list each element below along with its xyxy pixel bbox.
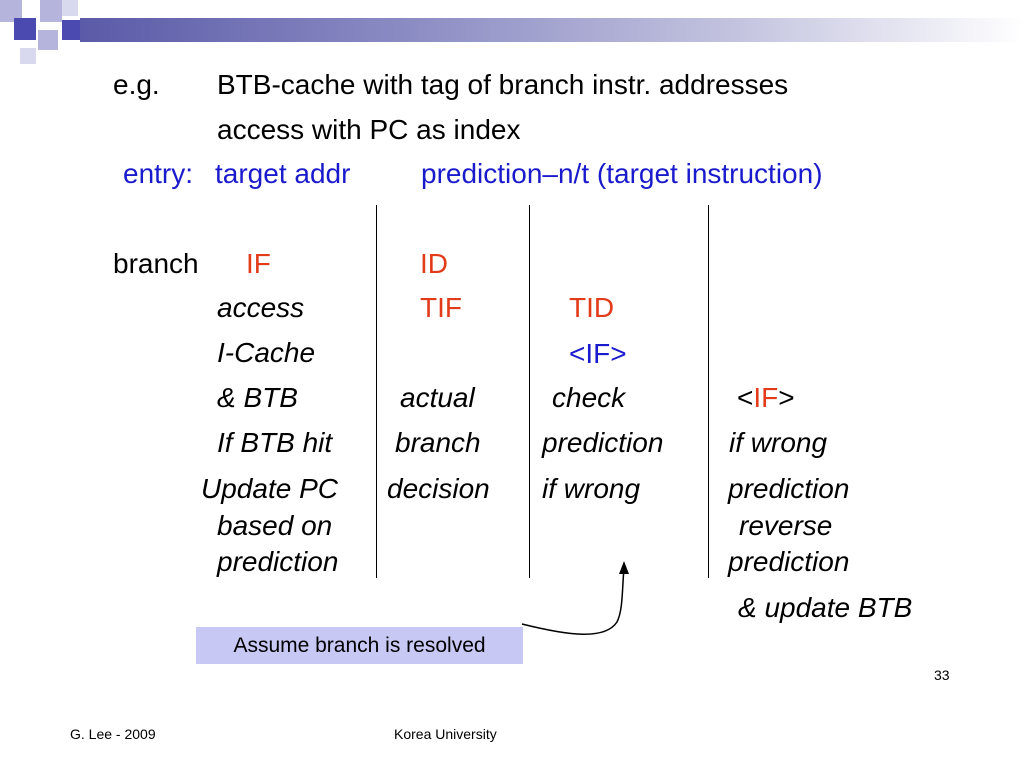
deco-square	[62, 0, 78, 16]
col2-line: branch	[395, 427, 481, 458]
col3-line: if wrong	[542, 473, 641, 504]
stage-if: IF	[246, 248, 271, 279]
col1-line: access	[217, 292, 305, 323]
branch-label: branch	[113, 248, 199, 279]
col4-line: prediction	[728, 473, 850, 504]
entry-prediction: prediction–n/t (target instruction)	[421, 158, 823, 189]
deco-square	[14, 18, 36, 40]
deco-square	[38, 30, 58, 50]
deco-square	[20, 48, 36, 64]
col1-line: & BTB	[217, 382, 298, 413]
footer-author: G. Lee - 2009	[70, 726, 156, 742]
col4-line: & update BTB	[738, 592, 913, 623]
stage-tif: TIF	[420, 292, 462, 323]
btb-description: BTB-cache with tag of branch instr. addr…	[217, 69, 789, 100]
col4-line: prediction	[728, 546, 850, 577]
col3-line: prediction	[542, 427, 664, 458]
if-close-bracket: >	[778, 382, 795, 413]
deco-square	[62, 20, 80, 40]
column-divider	[376, 205, 377, 578]
entry-target: target addr	[215, 158, 351, 189]
stage-id: ID	[420, 248, 448, 279]
column-divider	[708, 205, 709, 578]
col1-line: prediction	[217, 546, 339, 577]
if-text: IF	[753, 382, 779, 413]
column-divider	[529, 205, 530, 578]
deco-square	[40, 0, 62, 22]
col1-line: based on	[217, 510, 333, 541]
col1-line: Update PC	[201, 473, 338, 504]
col4-if-tag: <IF>	[737, 384, 795, 412]
col2-line: actual	[400, 382, 475, 413]
col3-line: check	[552, 382, 626, 413]
page-number: 33	[934, 667, 950, 683]
access-description: access with PC as index	[217, 114, 521, 145]
footer-institution: Korea University	[394, 726, 497, 742]
col1-line: I-Cache	[217, 337, 316, 368]
col1-line: If BTB hit	[217, 427, 333, 458]
eg-label: e.g.	[113, 69, 160, 100]
stage-tid: TID	[569, 292, 615, 323]
entry-label: entry:	[123, 158, 194, 189]
col4-line: reverse	[739, 510, 833, 541]
col4-line: if wrong	[729, 427, 828, 458]
col2-line: decision	[387, 473, 490, 504]
header-gradient-bar	[80, 18, 1024, 42]
callout-box: Assume branch is resolved	[196, 627, 523, 664]
deco-square	[0, 0, 22, 22]
if-tag: <IF>	[569, 338, 627, 369]
if-open-bracket: <	[737, 382, 754, 413]
